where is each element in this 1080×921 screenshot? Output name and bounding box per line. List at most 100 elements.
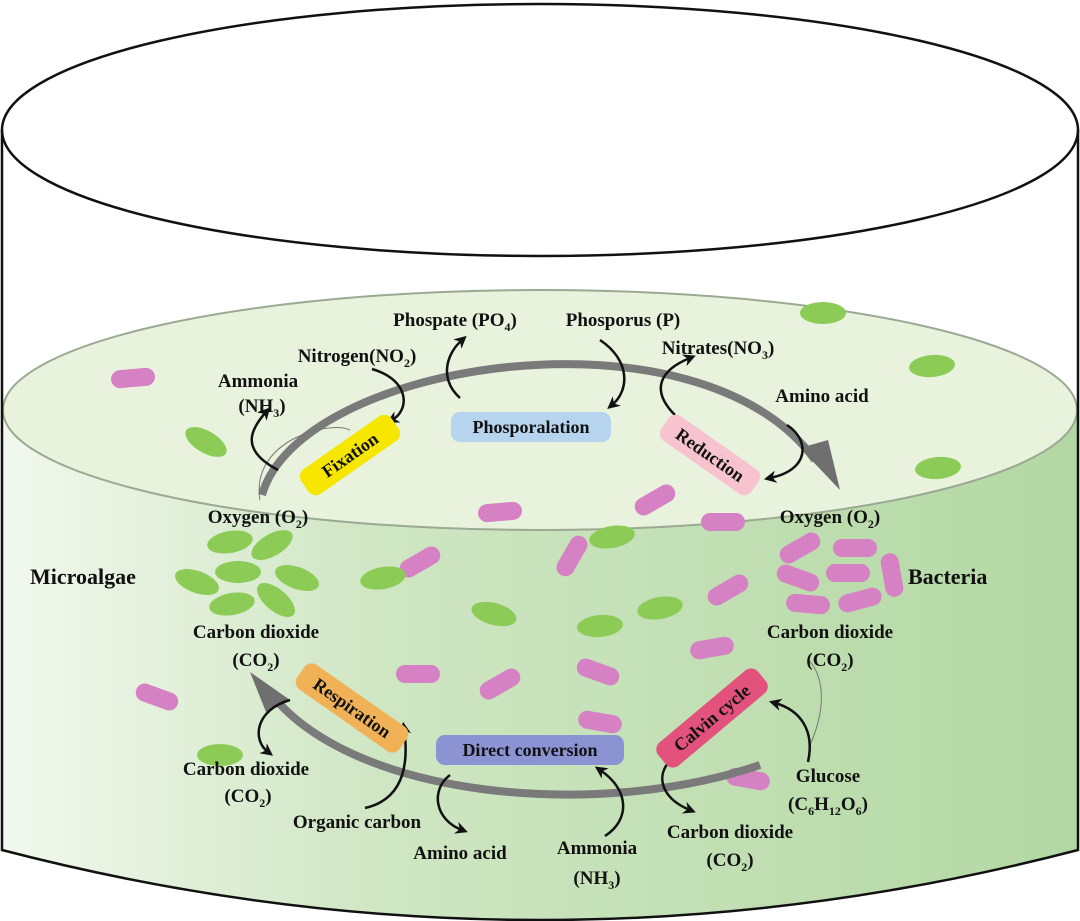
label-text: Phospate (PO [393, 310, 504, 331]
bacterium-cell [478, 501, 522, 523]
process-box [659, 414, 761, 496]
microalgae-cell [175, 569, 219, 595]
label-text: (NH [573, 868, 608, 889]
cylinder-walls [0, 130, 1080, 921]
label-text: (CO [706, 850, 741, 871]
subscript: 2 [741, 860, 747, 874]
microalgae-cell [589, 525, 635, 549]
compound-label-nitrates: Nitrates(NO3) [662, 338, 775, 362]
label-text: ) [279, 396, 285, 417]
bacterium-cell [135, 683, 179, 711]
bacterium-cell [479, 668, 521, 700]
subscript: 2 [296, 517, 302, 531]
label-text: ) [273, 650, 279, 671]
upper-flow-arrowhead [800, 440, 840, 490]
label-text: Amino acid [775, 386, 869, 407]
bacterium-cell [399, 546, 441, 578]
compound-label-ammonia-bottom-name: Ammonia [557, 838, 638, 859]
subscript: 2 [267, 660, 273, 674]
microalgae-cell [909, 354, 955, 378]
bacterium-cell [690, 636, 734, 660]
label-text: Amino acid [413, 843, 507, 864]
subscript: 6 [856, 804, 862, 818]
label-text: Ammonia [557, 838, 638, 859]
subscript: 4 [505, 320, 511, 334]
compound-label-co2-left-name: Carbon dioxide [193, 622, 319, 643]
bacterium-cell [833, 539, 877, 557]
label-text: Oxygen (O [780, 507, 868, 528]
process-box [451, 412, 611, 442]
microalgae-cell [197, 744, 243, 766]
bacterium-cell [776, 564, 820, 592]
microalgae-cell [360, 566, 406, 590]
process-box [436, 735, 624, 765]
compound-label-glucose-formula: (C6H12O6) [788, 794, 868, 818]
compound-label-phospate: Phospate (PO4) [393, 310, 517, 334]
label-text: Carbon dioxide [767, 622, 893, 643]
label-text: ) [511, 310, 517, 331]
bacteria-label: Bacteria [908, 564, 987, 589]
compound-label-nitrogen: Nitrogen(NO2) [298, 346, 417, 370]
thin-guide-line [807, 659, 822, 746]
formula-text: O [841, 794, 856, 815]
curved-arrow [445, 335, 467, 399]
label-text: Organic carbon [293, 812, 422, 833]
curved-arrow [371, 367, 405, 424]
subscript: 2 [259, 796, 265, 810]
subscript: 2 [841, 660, 847, 674]
bacterium-cell [786, 593, 830, 615]
bacterium-cell [634, 484, 676, 516]
bacterium-cell [578, 710, 622, 734]
process-box [299, 414, 401, 496]
label-text: Oxygen (O [208, 507, 296, 528]
bacterium-cell [576, 658, 620, 686]
subscript: 6 [808, 804, 814, 818]
label-text: ) [747, 850, 753, 871]
label-text: ) [265, 786, 271, 807]
compound-label-co2-right-formula: (CO2) [806, 650, 853, 674]
microalgae-cell [915, 456, 961, 480]
compound-label-ammonia-bottom-formula: (NH3) [573, 868, 620, 892]
compound-label-amino-acid-bottom: Amino acid [413, 843, 507, 864]
label-text: Ammonia [218, 371, 299, 392]
label-text: Glucose [796, 766, 860, 787]
lower-flow-arrowhead [250, 672, 290, 712]
microalgae-cell [257, 582, 295, 618]
upper-flow-arrow [258, 360, 819, 497]
curved-arrow [599, 338, 626, 410]
compound-label-co2-calvin-formula: (CO2) [706, 850, 753, 874]
process-phosporalation: Phosporalation [451, 412, 611, 442]
process-direct-conversion: Direct conversion [436, 735, 624, 765]
bacterium-cell [826, 564, 870, 582]
microalgae-cell [215, 561, 261, 583]
curved-arrow [768, 698, 811, 763]
subscript: 3 [762, 348, 768, 362]
process-box [656, 668, 768, 768]
label-text: ) [410, 346, 416, 367]
compound-label-glucose-name: Glucose [796, 766, 860, 787]
compound-label-oxygen-right: Oxygen (O2) [780, 507, 880, 531]
subscript: 2 [404, 356, 410, 370]
microalgae-cell [637, 596, 683, 620]
microalgae-cell [800, 302, 846, 324]
curved-arrow [257, 698, 291, 756]
subscript: 3 [608, 878, 614, 892]
compound-label-co2-resp-formula: (CO2) [224, 786, 271, 810]
curved-arrow [364, 721, 412, 810]
bacterium-cell [880, 553, 904, 597]
bacterium-cell [396, 665, 440, 683]
cylinder-top-rim [0, 2, 1080, 258]
label-text: Nitrogen(NO [298, 346, 404, 367]
subscript: 3 [273, 406, 279, 420]
bacterium-cell [701, 513, 745, 531]
compound-label-ammonia-top-formula: (NH3) [238, 396, 285, 420]
label-text: (CO [806, 650, 841, 671]
label-text: ) [614, 868, 620, 889]
curved-arrow [659, 354, 696, 416]
label-text: ) [847, 650, 853, 671]
bacterium-cell [556, 535, 588, 577]
compound-label-oxygen-left: Oxygen (O2) [208, 507, 308, 531]
microalgae-cell [185, 427, 227, 457]
